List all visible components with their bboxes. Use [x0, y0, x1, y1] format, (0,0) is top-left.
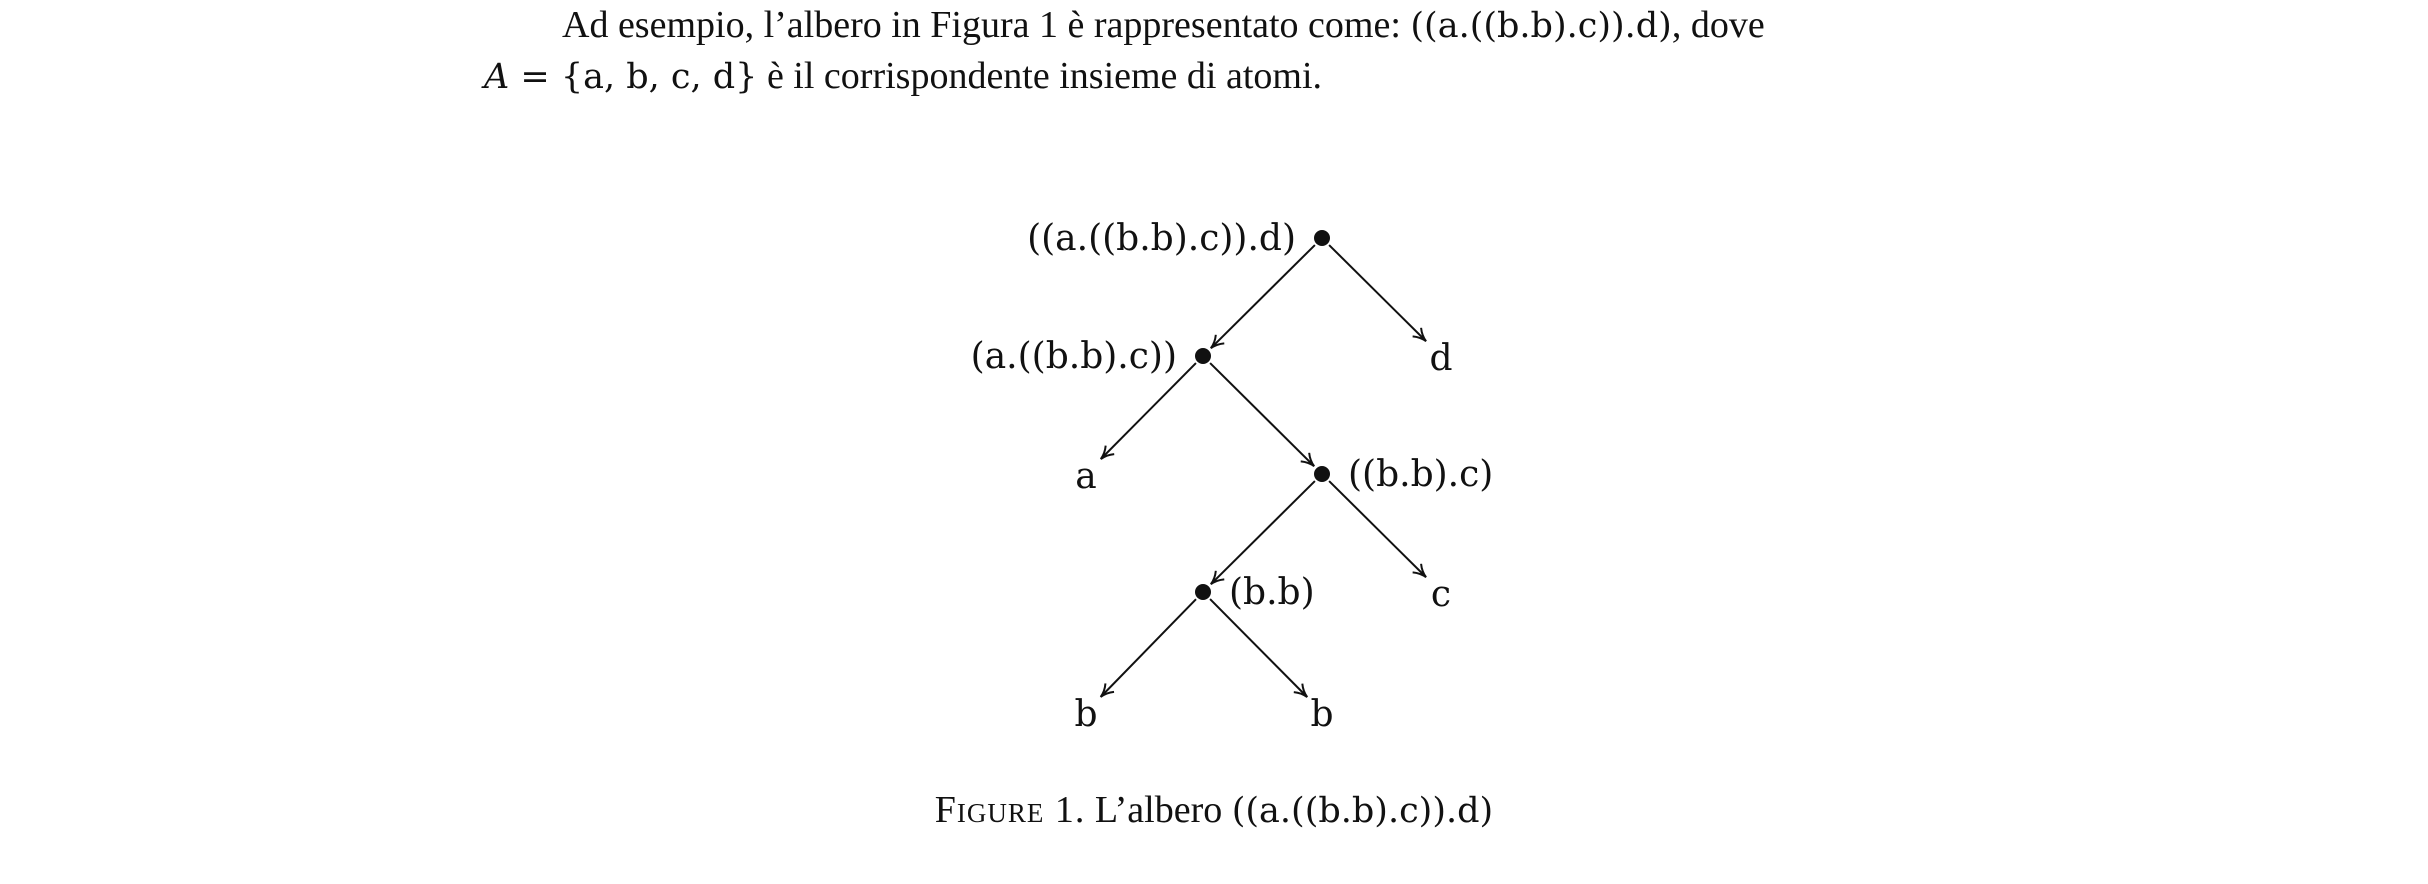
tree-edge-root-n1 — [1210, 244, 1316, 350]
paragraph-text-2: è il corrispondente insieme di atomi. — [757, 55, 1323, 97]
tree-leaf-b1: b — [1074, 694, 1097, 735]
tree-edges — [1099, 244, 1427, 698]
tree-leaf-b2: b — [1310, 694, 1333, 735]
paragraph-line-1: Ad esempio, l’albero in Figura 1 è rappr… — [484, 0, 2044, 51]
intro-paragraph: Ad esempio, l’albero in Figura 1 è rappr… — [484, 0, 2044, 102]
atoms-set-variable: A — [484, 57, 510, 97]
tree-edge-n2-n3 — [1210, 480, 1316, 586]
tree-node-label-n1: (a.((b.b).c)) — [971, 336, 1177, 377]
caption-prefix: Figure 1. — [934, 789, 1086, 831]
paragraph-math-expression: ((a.((b.b).c)).d) — [1410, 6, 1672, 46]
paragraph-line-2: A = {a, b, c, d} è il corrispondente ins… — [484, 51, 2044, 102]
tree-node-label-n2: ((b.b).c) — [1348, 454, 1493, 495]
paragraph-tail: , dove — [1671, 4, 1765, 46]
tree-node-dot-n1 — [1195, 348, 1211, 364]
tree-node-label-root: ((a.((b.b).c)).d) — [1027, 218, 1296, 259]
caption-text: L’albero — [1085, 789, 1232, 831]
tree-edge-n3-b2 — [1209, 598, 1309, 698]
tree-leaf-c: c — [1431, 574, 1451, 615]
figure-caption: Figure 1. L’albero ((a.((b.b).c)).d) — [0, 788, 2428, 832]
atoms-set-definition: = {a, b, c, d} — [509, 57, 758, 97]
tree-node-dot-n3 — [1195, 584, 1211, 600]
tree-node-label-n3: (b.b) — [1229, 572, 1315, 613]
tree-nodes: ((a.((b.b).c)).d) (a.((b.b).c)) d a ((b.b).c… — [971, 218, 1494, 735]
tree-edge-n3-b1 — [1099, 598, 1197, 698]
tree-node-dot-n2 — [1314, 466, 1330, 482]
tree-node-dot-root — [1314, 230, 1330, 246]
tree-leaf-a: a — [1075, 456, 1096, 497]
caption-math-expression: ((a.((b.b).c)).d) — [1231, 791, 1494, 831]
tree-edge-n1-a — [1099, 362, 1197, 460]
tree-edge-n1-n2 — [1209, 362, 1315, 468]
tree-edge-n2-c — [1328, 480, 1427, 579]
tree-edge-root-d — [1328, 244, 1427, 343]
paragraph-text-1: Ad esempio, l’albero in Figura 1 è rappr… — [562, 4, 1411, 46]
tree-leaf-d: d — [1429, 338, 1452, 379]
